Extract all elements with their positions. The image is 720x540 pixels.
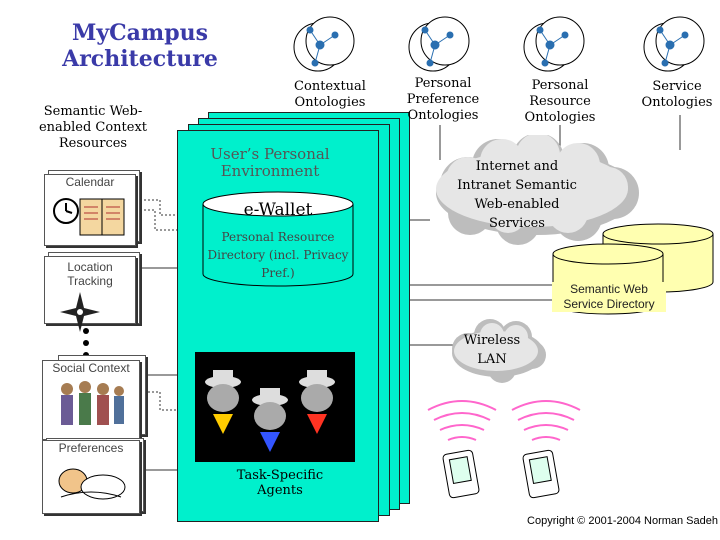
agents-icon bbox=[205, 370, 335, 452]
compass-icon bbox=[60, 292, 100, 332]
contextual-ontologies-label: Contextual Ontologies bbox=[294, 79, 366, 110]
location-label: Location Tracking bbox=[67, 260, 113, 288]
resource-directory-label: Personal Resource Directory (incl. Priva… bbox=[207, 230, 349, 280]
title-line-1: MyCampus bbox=[72, 20, 208, 46]
people-icon bbox=[61, 381, 124, 425]
semantic-directory-label: Semantic Web Service Directory bbox=[552, 282, 666, 312]
pda-icon bbox=[442, 449, 560, 499]
env-panel-front bbox=[177, 130, 379, 522]
personal-resource-ontology-icon bbox=[523, 16, 585, 72]
service-ontologies-label: Service Ontologies bbox=[641, 79, 713, 110]
contextual-ontology-icon bbox=[293, 16, 355, 72]
ewallet-cylinder bbox=[202, 191, 354, 287]
internet-cloud bbox=[436, 135, 639, 245]
social-card: Social Context bbox=[42, 360, 140, 440]
calendar-card: Calendar bbox=[44, 174, 136, 246]
copyright-text: Copyright © 2001-2004 Norman Sadeh bbox=[527, 515, 718, 527]
social-label: Social Context bbox=[52, 361, 130, 375]
personal-pref-ontology-icon bbox=[408, 16, 470, 72]
user-env-label: User’s Personal Environment bbox=[210, 145, 330, 180]
wireless-devices bbox=[427, 400, 581, 499]
diagram-title: MyCampus Architecture bbox=[40, 20, 240, 72]
agents-box bbox=[195, 352, 355, 462]
personal-resource-ontologies-label: Personal Resource Ontologies bbox=[524, 78, 596, 125]
internet-services-label: Internet and Intranet Semantic Web-enabl… bbox=[457, 159, 577, 231]
ewallet-label: e-Wallet bbox=[243, 200, 313, 220]
wireless-lan-label: Wireless LAN bbox=[463, 333, 521, 367]
semantic-resources-label: Semantic Web-enabled Context Resources bbox=[38, 104, 148, 151]
title-line-2: Architecture bbox=[62, 46, 218, 72]
personal-pref-ontologies-label: Personal Preference Ontologies bbox=[406, 76, 480, 123]
preferences-icon bbox=[58, 468, 126, 500]
task-agents-label: Task-Specific Agents bbox=[236, 468, 324, 498]
preferences-card: Preferences bbox=[42, 440, 140, 514]
wireless-cloud bbox=[452, 319, 546, 383]
service-ontology-icon bbox=[643, 16, 705, 72]
calendar-icon bbox=[53, 198, 125, 236]
preferences-label: Preferences bbox=[58, 441, 124, 455]
calendar-label: Calendar bbox=[65, 175, 115, 189]
